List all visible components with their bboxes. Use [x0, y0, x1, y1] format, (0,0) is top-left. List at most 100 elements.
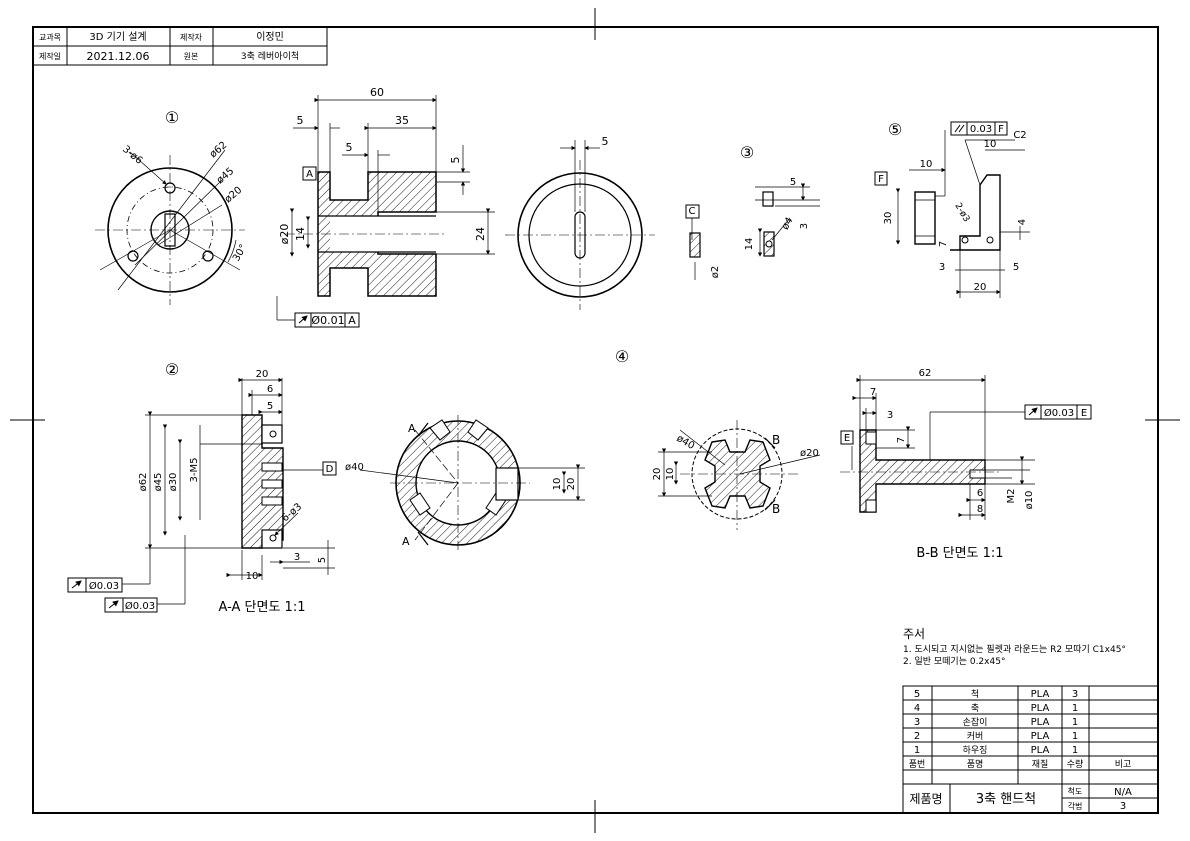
part1-front-view — [95, 149, 245, 305]
part4-label: ④ — [615, 347, 629, 366]
datum-e-box — [840, 430, 854, 445]
datum-f: F — [878, 174, 884, 185]
section-bb-caption: B-B 단면도 1:1 — [916, 546, 1003, 561]
scale-value: N/A — [1114, 787, 1132, 798]
row-4-name: 축 — [971, 703, 979, 714]
dim-20-d: 20 — [652, 468, 663, 481]
fcf-parallel-value: 0.03 — [970, 124, 992, 135]
row-2-material: PLA — [1031, 731, 1050, 742]
dim-2phi3: 2-ø3 — [952, 202, 971, 225]
dim-3-b: 3 — [939, 262, 945, 273]
dim-4: 4 — [1017, 219, 1028, 225]
dim-10-e: 10 — [665, 468, 676, 481]
scale-label: 척도 — [1068, 787, 1083, 796]
datum-a-box — [302, 166, 317, 181]
row-2-qty: 1 — [1072, 731, 1078, 742]
header-remark: 비고 — [1115, 759, 1132, 770]
header-no: 품번 — [909, 759, 926, 770]
fcf-runout-2-value: Ø0.03 — [89, 580, 119, 592]
part4-front-view — [658, 420, 821, 530]
dim-m2: M2 — [1006, 489, 1017, 504]
section-a-top: A — [408, 422, 416, 435]
original-value: 3축 레버아이척 — [241, 51, 299, 62]
projection-value: 3 — [1120, 801, 1126, 812]
author-value: 이정민 — [256, 31, 284, 43]
part1-label: ① — [165, 108, 179, 127]
section-b-bottom: B — [772, 502, 780, 516]
fcf-runout-2 — [67, 577, 123, 593]
dim-5-d: 5 — [602, 135, 609, 148]
sheet-border — [10, 8, 1180, 833]
row-4-material: PLA — [1031, 703, 1050, 714]
dim-62: 62 — [919, 368, 932, 379]
part3-label: ③ — [740, 143, 754, 162]
dim-20-a: 20 — [974, 282, 987, 293]
section-aa-caption: A-A 단면도 1:1 — [219, 600, 306, 615]
row-5-name: 척 — [971, 689, 979, 700]
datum-d-box — [322, 461, 337, 476]
datum-e: E — [844, 433, 850, 444]
part2-front-view — [359, 415, 585, 550]
fcf-runout-4-value: Ø0.03 — [1044, 407, 1074, 419]
dim-phi40-a: ø40 — [345, 462, 364, 473]
projection-label: 각법 — [1068, 801, 1083, 811]
dim-10-a: 10 — [920, 159, 933, 170]
dim-14-a: 14 — [294, 227, 307, 241]
fcf-parallel — [950, 121, 1008, 136]
section-b-top: B — [772, 433, 780, 447]
row-3-name: 손잡이 — [963, 716, 988, 728]
fcf-runout-1-datum: A — [348, 314, 356, 327]
dim-7-c: 7 — [896, 437, 907, 443]
dim-7-b: 7 — [870, 387, 876, 398]
dim-30: 30 — [883, 212, 894, 225]
dim-phi45-a: ø45 — [215, 166, 237, 187]
dim-phi20-c: ø20 — [800, 448, 819, 459]
row-1-material: PLA — [1031, 745, 1050, 756]
dim-5-b: 5 — [346, 141, 353, 154]
datum-f-box — [874, 171, 888, 186]
dim-phi20-b: ø20 — [223, 185, 245, 206]
author-label: 제작자 — [180, 32, 203, 42]
parts-list-rows: 5 척 PLA 3 4 축 PLA 1 3 손잡이 PLA 1 2 커버 PLA… — [909, 689, 1132, 812]
row-2-name: 커버 — [967, 731, 984, 742]
dim-20-b: 20 — [256, 369, 269, 380]
title-block — [32, 26, 328, 66]
row-5-qty: 3 — [1072, 689, 1078, 700]
dim-60: 60 — [370, 86, 384, 99]
dim-c2: C2 — [1013, 130, 1026, 141]
dim-35: 35 — [395, 114, 409, 127]
datum-d: D — [326, 464, 334, 475]
dim-3phi6: 3-ø6 — [120, 144, 144, 167]
dim-7-a: 7 — [938, 241, 949, 247]
fcf-runout-4-datum: E — [1081, 408, 1087, 419]
dim-10-c: 10 — [246, 571, 259, 582]
dim-8: 8 — [977, 504, 983, 515]
row-3-qty: 1 — [1072, 717, 1078, 728]
dim-6-a: 6 — [267, 384, 273, 395]
dim-phi2: ø2 — [710, 266, 721, 278]
notes-heading: 주서 — [903, 627, 925, 641]
fcf-parallel-datum: F — [998, 124, 1004, 135]
row-1-qty: 1 — [1072, 745, 1078, 756]
dim-phi10: ø10 — [1024, 491, 1035, 510]
row-5-no: 5 — [914, 689, 920, 700]
row-1-no: 1 — [914, 745, 920, 756]
part5-label: ⑤ — [888, 120, 902, 139]
dim-phi62-a: ø62 — [208, 140, 230, 161]
header-name: 품명 — [967, 759, 984, 770]
part1-section-view — [276, 95, 495, 321]
row-5-material: PLA — [1031, 689, 1050, 700]
dim-10-d: 10 — [552, 478, 563, 491]
dim-14-b: 14 — [744, 238, 755, 251]
dim-phi4: ø4 — [780, 216, 796, 232]
dim-5-h: 5 — [317, 557, 328, 563]
row-1-name: 하우징 — [963, 745, 988, 756]
fcf-runout-4 — [1024, 404, 1092, 420]
dim-6-b: 6 — [977, 488, 983, 499]
fcf-runout-3 — [104, 597, 158, 613]
row-2-no: 2 — [914, 731, 920, 742]
dim-24: 24 — [474, 227, 487, 241]
section-a-bottom: A — [402, 535, 410, 548]
dim-5-f: 5 — [1013, 262, 1019, 273]
course-label: 교과목 — [39, 33, 61, 42]
